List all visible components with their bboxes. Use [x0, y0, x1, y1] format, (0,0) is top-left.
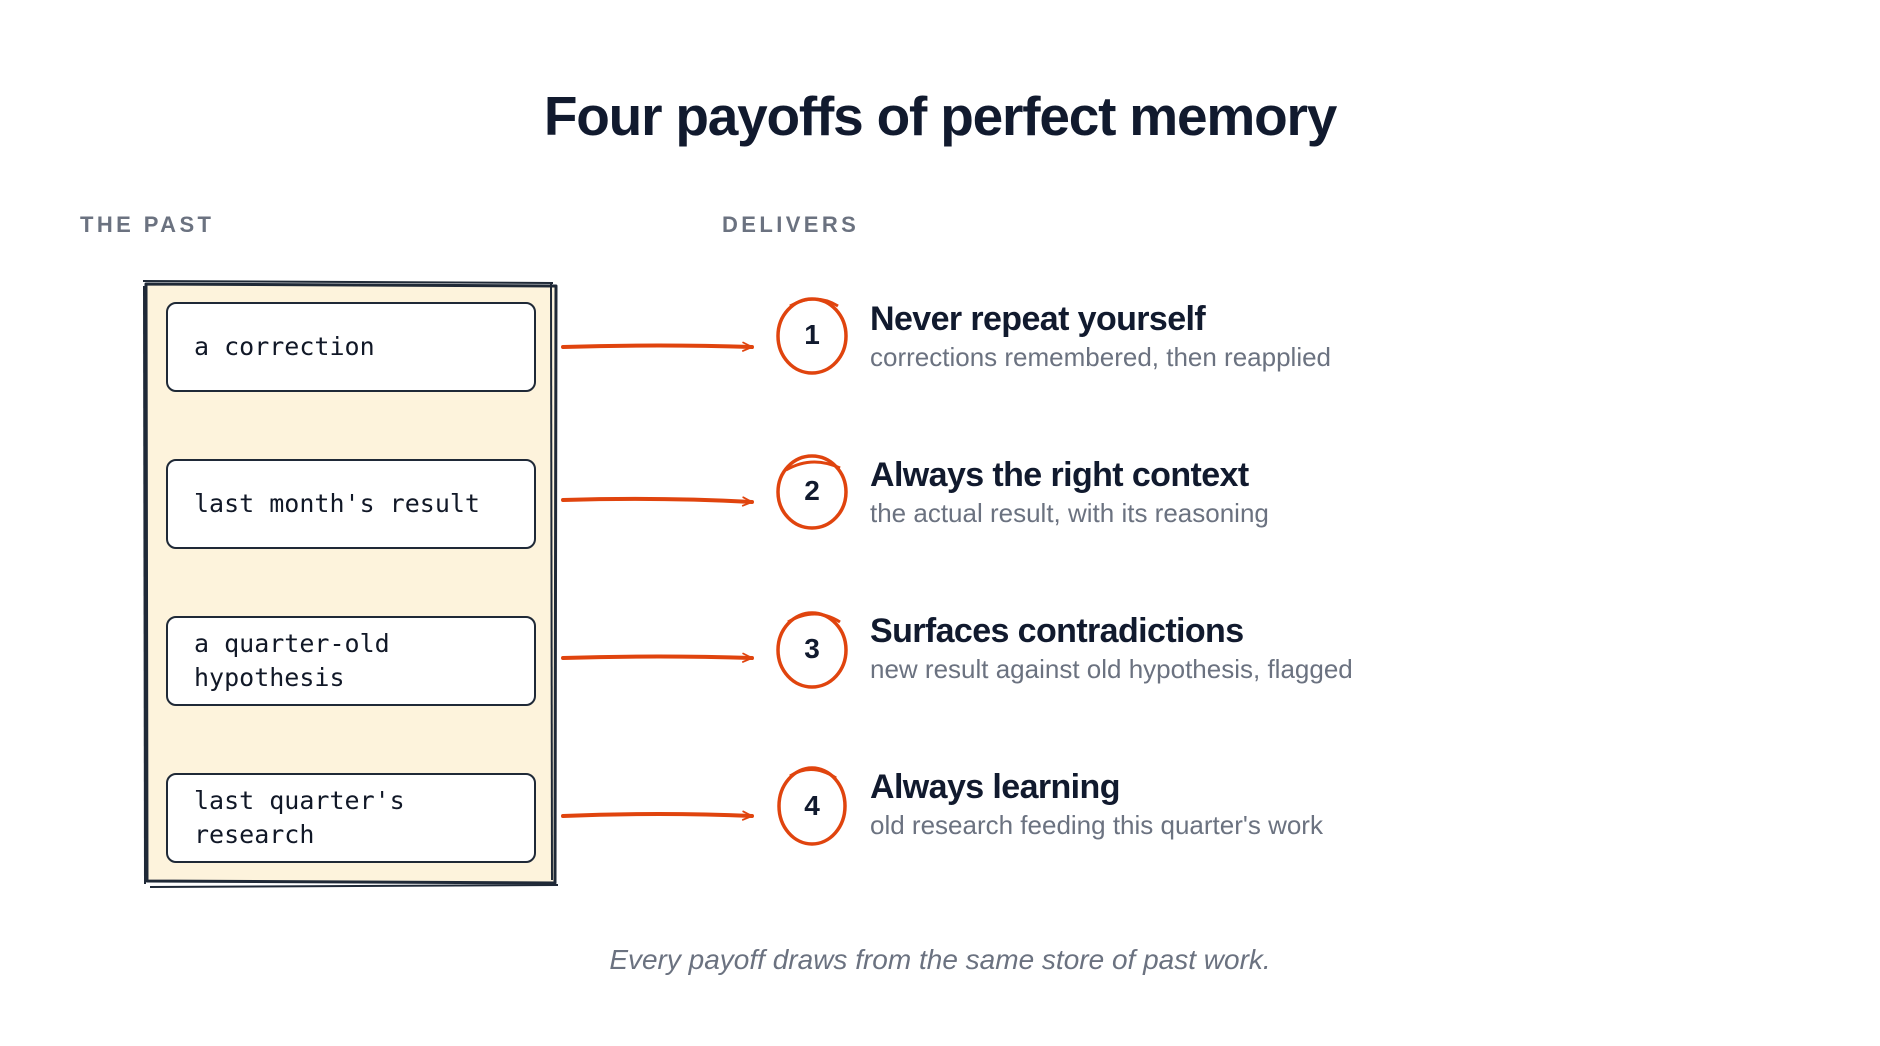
payoff-item: Never repeat yourself corrections rememb… — [870, 299, 1770, 373]
store-item-label: last month's result — [194, 489, 480, 518]
payoff-description: the actual result, with its reasoning — [870, 498, 1269, 528]
footer-caption: Every payoff draws from the same store o… — [609, 944, 1271, 975]
store-item-quarter-old-hypothesis: a quarter-old hypothesis — [166, 616, 536, 706]
page-title: Four payoffs of perfect memory — [543, 85, 1337, 147]
store-item-last-month-result: last month's result — [166, 459, 536, 549]
payoff-item: Always the right context the actual resu… — [870, 455, 1770, 529]
payoff-title: Surfaces contradictions — [870, 612, 1244, 650]
payoff-title: Never repeat yourself — [870, 300, 1206, 338]
payoff-description: corrections remembered, then reapplied — [870, 342, 1332, 372]
memory-store — [142, 280, 559, 888]
arrow-1 — [561, 341, 754, 352]
store-item-label: last quarter's research — [194, 786, 405, 849]
number-circle-2 — [776, 454, 848, 530]
number-circle-3 — [776, 611, 848, 689]
arrow-3 — [561, 652, 754, 663]
store-item-correction: a correction — [166, 302, 536, 392]
store-item-label: a correction — [194, 332, 375, 361]
payoff-number: 4 — [804, 790, 820, 821]
arrow-2 — [561, 496, 754, 507]
arrow-4 — [561, 810, 754, 821]
number-circles — [776, 297, 848, 846]
payoff-description: new result against old hypothesis, flagg… — [870, 654, 1353, 684]
column-heading-past: THE PAST — [80, 212, 215, 237]
payoff-number: 3 — [804, 633, 820, 664]
arrows — [561, 341, 754, 821]
store-item-label: a quarter-old hypothesis — [194, 629, 390, 692]
number-circle-1 — [776, 297, 848, 375]
column-heading-delivers: DELIVERS — [722, 212, 860, 237]
payoff-number: 2 — [804, 475, 820, 506]
payoff-title: Always the right context — [870, 456, 1249, 494]
payoff-item: Surfaces contradictions new result again… — [870, 611, 1770, 685]
number-circle-4 — [777, 766, 847, 846]
payoff-item: Always learning old research feeding thi… — [870, 767, 1770, 841]
payoff-description: old research feeding this quarter's work — [870, 810, 1323, 840]
payoff-number: 1 — [804, 319, 820, 350]
payoff-title: Always learning — [870, 768, 1120, 806]
store-item-last-quarter-research: last quarter's research — [166, 773, 536, 863]
